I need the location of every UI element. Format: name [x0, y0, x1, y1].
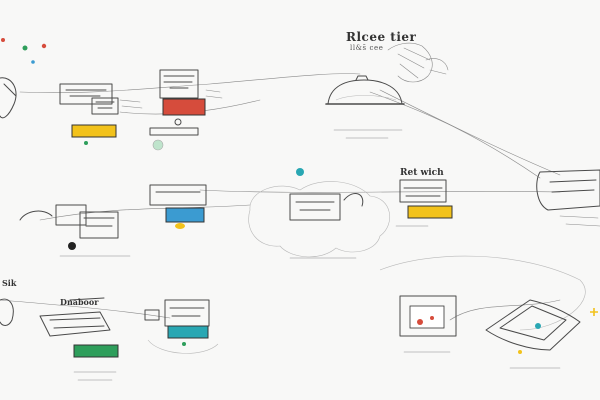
device-far-right — [536, 169, 600, 227]
label-bottom-left: Dnaboor — [60, 297, 99, 307]
device-bottom-right-box — [399, 295, 457, 353]
device-cluster-top-left — [0, 77, 143, 145]
color-dots — [1, 38, 47, 64]
device-top-center — [149, 69, 223, 151]
device-bottom-left — [0, 297, 119, 381]
label-top-title: Rlcee tier — [346, 30, 417, 44]
dome-device — [325, 75, 405, 139]
device-bottom-right-tablet — [485, 299, 598, 369]
label-center-right: Ret wich — [400, 168, 444, 178]
device-bottom-center — [144, 299, 219, 354]
label-left-mid: Sik — [2, 278, 17, 288]
device-center-cloud — [248, 168, 390, 259]
label-top-subtitle: ll&s̆ cee — [350, 44, 384, 52]
device-center-left — [19, 184, 207, 257]
device-center-right — [395, 179, 453, 227]
connecting-wires — [0, 73, 586, 331]
mechanism-top-right — [387, 42, 449, 83]
